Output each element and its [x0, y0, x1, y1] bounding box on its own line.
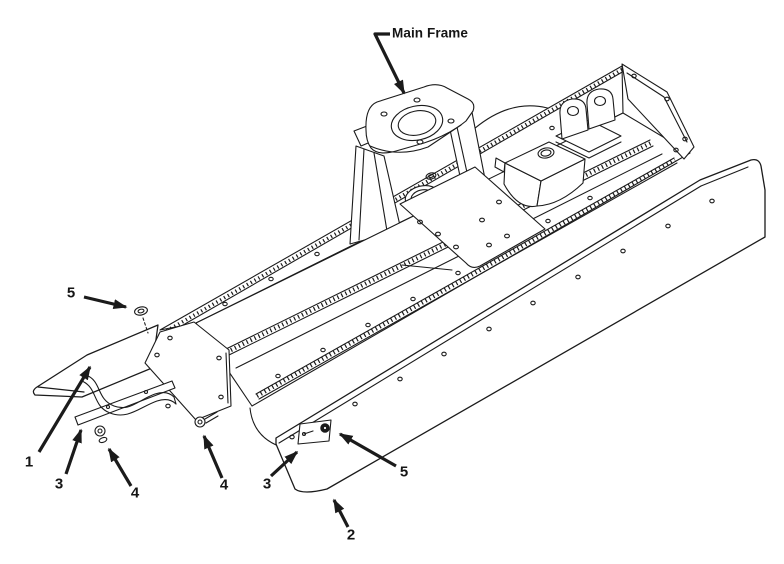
deflector-blade-part-2 [275, 158, 766, 493]
callout-label-1: 1 [24, 453, 34, 471]
gearbox-mount-tower [353, 84, 475, 154]
bolt-part-4-left [94, 425, 108, 444]
callout-label-main-frame: Main Frame [392, 25, 469, 41]
arrow-3-right [269, 450, 299, 478]
arrow-5-left [83, 295, 128, 309]
flange-nut-part-5-left [134, 306, 149, 334]
callout-arrows [37, 32, 406, 528]
hitch-lugs [555, 88, 622, 159]
callout-label-3-left: 3 [54, 475, 64, 493]
callout-label-5-right: 5 [399, 463, 409, 481]
arrow-2 [332, 498, 350, 528]
hitch-lug-right [586, 88, 616, 130]
tower-top-plate [365, 84, 475, 154]
arrow-4-right [202, 434, 224, 479]
arrow-3-left [64, 428, 83, 475]
callout-label-5-left: 5 [66, 284, 76, 302]
arrow-1 [37, 365, 92, 453]
arrow-5-right [338, 432, 397, 468]
right-end-plate [621, 63, 695, 160]
hitch-lug-left [559, 98, 589, 140]
curved-band [85, 374, 175, 409]
callout-label-2: 2 [346, 526, 356, 544]
blade-skid-plate-part-3-right [297, 419, 332, 445]
callout-label-3-right: 3 [262, 475, 272, 493]
support-bracket [494, 141, 586, 208]
callout-label-4-right: 4 [219, 476, 229, 494]
arrow-4-left [107, 447, 133, 487]
skid-hardware [74, 306, 219, 444]
bolt-part-4-right [194, 411, 219, 428]
arrow-main-frame [373, 32, 406, 95]
mounting-plate [399, 166, 546, 271]
callout-label-4-left: 4 [130, 484, 140, 502]
skid-strip-part-3 [74, 380, 176, 426]
skid-bar-part-1 [32, 324, 159, 398]
